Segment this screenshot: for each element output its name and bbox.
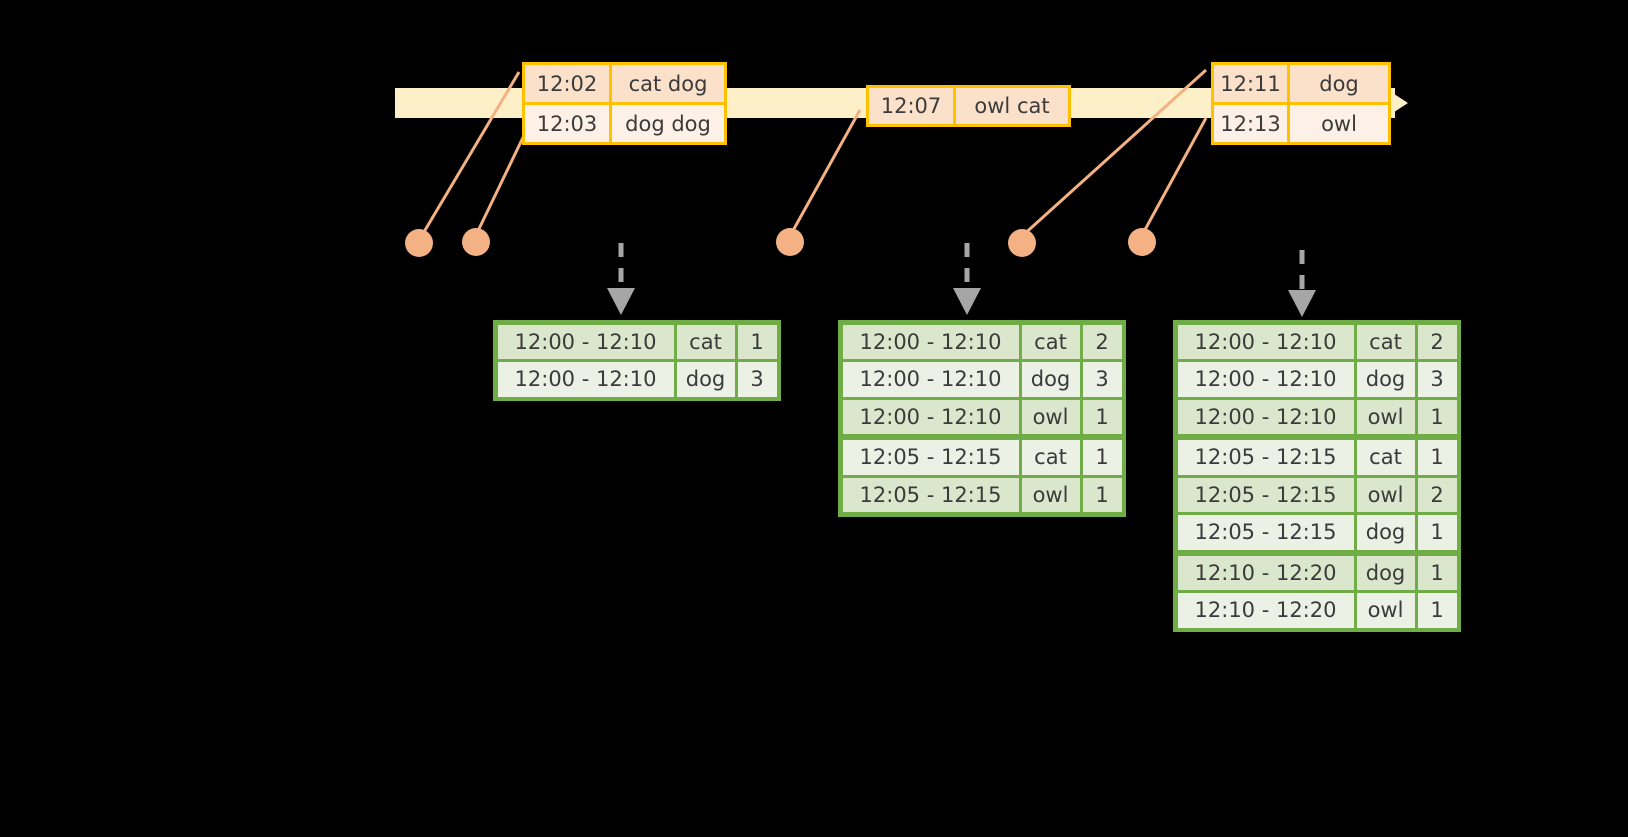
table-row[interactable]: 12:05 - 12:15 owl 1: [841, 476, 1123, 514]
key-cell: owl: [1356, 477, 1415, 512]
event-dot-1: [405, 229, 433, 257]
event-time: 12:07: [869, 88, 956, 124]
window-cell: 12:00 - 12:10: [1177, 362, 1354, 397]
emit-arrows: [618, 243, 1305, 292]
table-row[interactable]: 12:10 - 12:20 dog 1: [1176, 551, 1458, 592]
key-cell: owl: [1356, 399, 1415, 434]
event-row[interactable]: 12:11 dog: [1214, 65, 1388, 102]
aggregate-table-1[interactable]: 12:00 - 12:10 cat 1 12:00 - 12:10 dog 3: [493, 320, 781, 401]
emit-arrow-heads: [607, 288, 1316, 317]
table-row[interactable]: 12:00 - 12:10 owl 1: [1176, 398, 1458, 436]
window-cell: 12:05 - 12:15: [1177, 440, 1354, 475]
table-row[interactable]: 12:05 - 12:15 dog 1: [1176, 514, 1458, 552]
event-group-1[interactable]: 12:02 cat dog 12:03 dog dog: [522, 62, 727, 145]
key-cell: dog: [676, 362, 735, 397]
key-cell: cat: [676, 324, 735, 359]
table-row[interactable]: 12:00 - 12:10 dog 3: [1176, 361, 1458, 399]
event-words: owl: [1290, 105, 1388, 142]
count-cell: 1: [1417, 515, 1457, 550]
window-cell: 12:00 - 12:10: [842, 362, 1019, 397]
count-cell: 2: [1417, 324, 1457, 359]
count-cell: 1: [1082, 399, 1122, 434]
table-row[interactable]: 12:05 - 12:15 owl 2: [1176, 476, 1458, 514]
key-cell: owl: [1021, 399, 1080, 434]
count-cell: 1: [1417, 555, 1457, 590]
table-row[interactable]: 12:00 - 12:10 dog 3: [841, 361, 1123, 399]
event-time: 12:03: [525, 105, 612, 142]
window-cell: 12:10 - 12:20: [1177, 593, 1354, 628]
event-time: 12:02: [525, 65, 612, 102]
event-row[interactable]: 12:02 cat dog: [525, 65, 724, 102]
window-cell: 12:05 - 12:15: [842, 440, 1019, 475]
table-row[interactable]: 12:00 - 12:10 owl 1: [841, 398, 1123, 436]
key-cell: dog: [1356, 515, 1415, 550]
event-time: 12:13: [1214, 105, 1290, 142]
count-cell: 3: [1082, 362, 1122, 397]
event-group-3[interactable]: 12:11 dog 12:13 owl: [1211, 62, 1391, 145]
window-cell: 12:00 - 12:10: [1177, 399, 1354, 434]
count-cell: 1: [1417, 440, 1457, 475]
window-cell: 12:00 - 12:10: [497, 362, 674, 397]
window-cell: 12:10 - 12:20: [1177, 555, 1354, 590]
table-row[interactable]: 12:00 - 12:10 cat 1: [496, 323, 778, 361]
count-cell: 3: [737, 362, 777, 397]
key-cell: owl: [1021, 477, 1080, 512]
window-cell: 12:00 - 12:10: [497, 324, 674, 359]
window-cell: 12:05 - 12:15: [842, 477, 1019, 512]
aggregate-table-3[interactable]: 12:00 - 12:10 cat 2 12:00 - 12:10 dog 3 …: [1173, 320, 1461, 632]
event-words: dog: [1290, 65, 1388, 102]
count-cell: 2: [1082, 324, 1122, 359]
aggregate-table-2[interactable]: 12:00 - 12:10 cat 2 12:00 - 12:10 dog 3 …: [838, 320, 1126, 517]
window-cell: 12:05 - 12:15: [1177, 515, 1354, 550]
window-cell: 12:00 - 12:10: [1177, 324, 1354, 359]
event-dot-2: [462, 228, 490, 256]
event-row[interactable]: 12:03 dog dog: [525, 102, 724, 142]
count-cell: 1: [737, 324, 777, 359]
count-cell: 1: [1417, 593, 1457, 628]
table-row[interactable]: 12:00 - 12:10 dog 3: [496, 361, 778, 399]
event-words: owl cat: [956, 88, 1068, 124]
table-row[interactable]: 12:10 - 12:20 owl 1: [1176, 592, 1458, 630]
table-row[interactable]: 12:00 - 12:10 cat 2: [841, 323, 1123, 361]
count-cell: 1: [1082, 440, 1122, 475]
key-cell: dog: [1356, 555, 1415, 590]
window-cell: 12:00 - 12:10: [842, 399, 1019, 434]
count-cell: 1: [1417, 399, 1457, 434]
event-words: cat dog: [612, 65, 724, 102]
event-dots: [405, 228, 1156, 257]
event-group-2[interactable]: 12:07 owl cat: [866, 85, 1071, 127]
key-cell: cat: [1021, 440, 1080, 475]
event-row[interactable]: 12:07 owl cat: [869, 88, 1068, 124]
count-cell: 3: [1417, 362, 1457, 397]
key-cell: dog: [1356, 362, 1415, 397]
window-cell: 12:00 - 12:10: [842, 324, 1019, 359]
count-cell: 2: [1417, 477, 1457, 512]
table-row[interactable]: 12:05 - 12:15 cat 1: [841, 435, 1123, 477]
table-row[interactable]: 12:05 - 12:15 cat 1: [1176, 435, 1458, 477]
event-time: 12:11: [1214, 65, 1290, 102]
event-dot-5: [1128, 228, 1156, 256]
event-dot-3: [776, 228, 804, 256]
event-dot-4: [1008, 229, 1036, 257]
event-words: dog dog: [612, 105, 724, 142]
key-cell: cat: [1021, 324, 1080, 359]
event-row[interactable]: 12:13 owl: [1214, 102, 1388, 142]
key-cell: dog: [1021, 362, 1080, 397]
key-cell: cat: [1356, 440, 1415, 475]
key-cell: cat: [1356, 324, 1415, 359]
count-cell: 1: [1082, 477, 1122, 512]
key-cell: owl: [1356, 593, 1415, 628]
table-row[interactable]: 12:00 - 12:10 cat 2: [1176, 323, 1458, 361]
window-cell: 12:05 - 12:15: [1177, 477, 1354, 512]
